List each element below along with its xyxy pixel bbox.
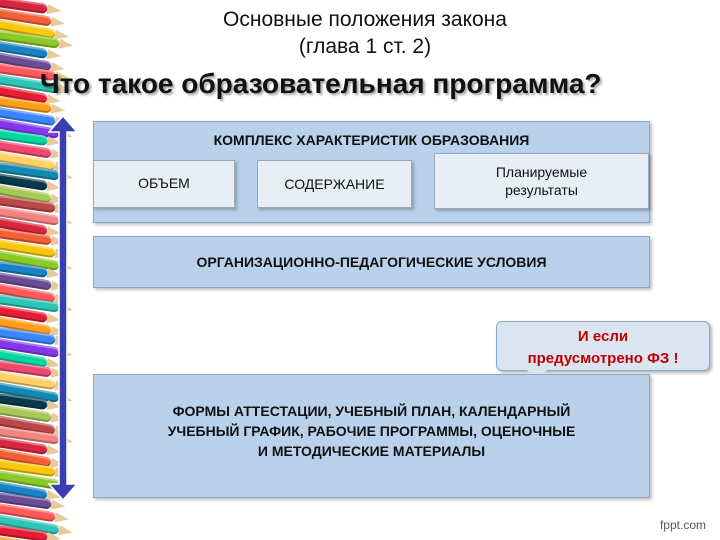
forms-line-2: УЧЕБНЫЙ ГРАФИК, РАБОЧИЕ ПРОГРАММЫ, ОЦЕНО… [167,423,576,439]
conditions-box: ОРГАНИЗАЦИОННО-ПЕДАГОГИЧЕСКИЕ УСЛОВИЯ [93,236,650,288]
callout-line-1: И если [577,328,629,345]
slide-subtitle: Основные положения закона (глава 1 ст. 2… [150,6,580,60]
planned-results-label: Планируемые результаты [495,164,588,198]
content-box: СОДЕРЖАНИЕ [257,160,412,208]
volume-box: ОБЪЕМ [93,160,235,208]
planned-results-box: Планируемые результаты [434,153,649,209]
main-title: Что такое образовательная программа? [40,68,602,99]
double-arrow-icon [48,116,78,500]
forms-line-3: И МЕТОДИЧЕСКИЕ МАТЕРИАЛЫ [257,443,486,459]
title-line-1: Основные положения закона [223,8,507,31]
forms-line-1: ФОРМЫ АТТЕСТАЦИИ, УЧЕБНЫЙ ПЛАН, КАЛЕНДАР… [172,403,571,419]
title-line-2: (глава 1 ст. 2) [298,35,432,58]
callout-line-2: предусмотрено ФЗ ! [527,350,679,367]
footer-watermark: fppt.com [659,518,706,532]
forms-box: ФОРМЫ АТТЕСТАЦИИ, УЧЕБНЫЙ ПЛАН, КАЛЕНДАР… [93,374,650,498]
law-callout: И если предусмотрено ФЗ ! [496,321,710,382]
